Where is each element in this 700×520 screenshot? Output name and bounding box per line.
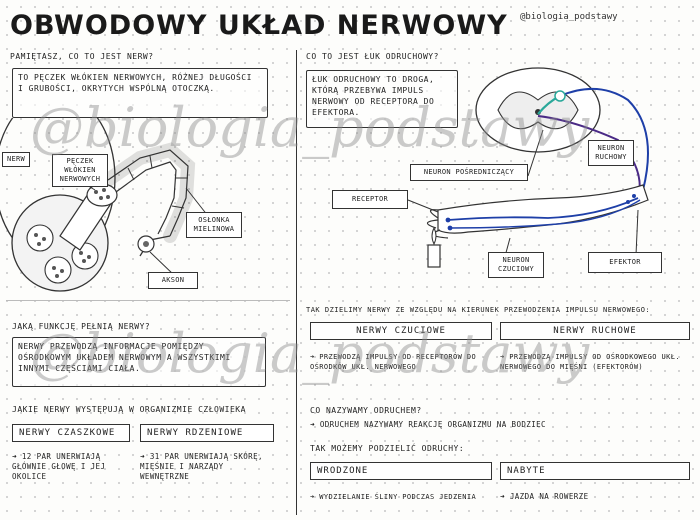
reflex-arc-diagram <box>407 67 649 268</box>
reflex-types-question: TAK MOŻEMY PODZIELIĆ ODRUCHY: <box>310 444 465 453</box>
label-sensory-neuron: NEURON CZUCIOWY <box>488 252 544 278</box>
sensory-nerves-note-text: PRZEWODZĄ IMPULSY OD RECEPTORÓW DO OŚROD… <box>310 353 477 371</box>
acquired-reflex-note-text: JAZDA NA ROWERZE <box>509 492 589 501</box>
nerve-types-question: JAKIE NERWY WYSTĘPUJĄ W ORGANIZMIE CZŁOW… <box>12 405 246 414</box>
arrow-icon: ➜ <box>500 492 510 501</box>
function-question: JAKĄ FUNKCJĘ PEŁNIĄ NERWY? <box>12 322 151 331</box>
reflex-arc-question: CO TO JEST ŁUK ODRUCHOWY? <box>306 52 439 61</box>
cranial-nerves-note: ➜ 12 PAR UNERWIAJĄ GŁÓWNIE GŁOWĘ I JEJ O… <box>12 452 130 482</box>
innate-reflex-note: ➜ WYDZIELANIE ŚLINY PODCZAS JEDZENIA <box>310 492 500 502</box>
spinal-nerves-note-text: 31 PAR UNERWIAJĄ SKÓRĘ, MIĘŚNIE I NARZĄD… <box>140 452 263 481</box>
function-answer-text: NERWY PRZEWODZĄ INFORMACJE POMIĘDZY OŚRO… <box>18 342 231 373</box>
column-divider <box>296 50 298 515</box>
acquired-reflex-note: ➜ JAZDA NA ROWERZE <box>500 492 690 502</box>
reflex-answer-text: ODRUCHEM NAZYWAMY REAKCJĘ ORGANIZMU NA B… <box>319 420 546 429</box>
spinal-nerves-note: ➜ 31 PAR UNERWIAJĄ SKÓRĘ, MIĘŚNIE I NARZ… <box>140 452 270 482</box>
nerve-definition-text: TO PĘCZEK WŁÓKIEN NERWOWYCH, RÓŻNEJ DŁUG… <box>18 73 252 93</box>
arrow-icon: ➜ <box>310 420 320 429</box>
label-fascicle: PĘCZEK WŁÓKIEN NERWOWYCH <box>52 154 108 187</box>
spinal-nerves-header: NERWY RDZENIOWE <box>140 424 274 442</box>
nerve-question: PAMIĘTASZ, CO TO JEST NERW? <box>10 52 154 61</box>
motor-nerves-note-text: PRZEWODZĄ IMPULSY OD OŚRODKOWEGO UKŁ. NE… <box>500 353 680 371</box>
label-nerw: NERW <box>2 152 30 167</box>
label-motor-neuron: NEURON RUCHOWY <box>588 140 634 166</box>
motor-nerves-note: ➜ PRZEWODZĄ IMPULSY OD OŚRODKOWEGO UKŁ. … <box>500 352 692 372</box>
motor-nerves-header: NERWY RUCHOWE <box>500 322 690 340</box>
reflex-question: CO NAZYWAMY ODRUCHEM? <box>310 406 422 415</box>
arrow-icon: ➜ <box>310 493 320 501</box>
label-myelin-sheath: OSŁONKA MIELINOWA <box>186 212 242 238</box>
arrow-icon: ➜ <box>500 353 510 361</box>
nerve-definition-box: TO PĘCZEK WŁÓKIEN NERWOWYCH, RÓŻNEJ DŁUG… <box>12 68 268 118</box>
function-answer-box: NERWY PRZEWODZĄ INFORMACJE POMIĘDZY OŚRO… <box>12 337 266 387</box>
author-tag: @biologia_podstawy <box>520 12 618 22</box>
sensory-nerves-header: NERWY CZUCIOWE <box>310 322 492 340</box>
label-interneuron: NEURON POŚREDNICZĄCY <box>410 164 528 181</box>
arrow-icon: ➜ <box>310 353 320 361</box>
innate-reflex-note-text: WYDZIELANIE ŚLINY PODCZAS JEDZENIA <box>319 493 477 501</box>
row-divider-left <box>6 300 290 301</box>
reflex-arc-definition-box: ŁUK ODRUCHOWY TO DROGA, KTÓRĄ PRZEBYWA I… <box>306 70 458 128</box>
page-title: OBWODOWY UKŁAD NERWOWY <box>10 10 508 41</box>
label-effector: EFEKTOR <box>588 252 662 273</box>
cranial-nerves-header: NERWY CZASZKOWE <box>12 424 130 442</box>
nerve-diagram <box>0 118 209 292</box>
sensory-nerves-note: ➜ PRZEWODZĄ IMPULSY OD RECEPTORÓW DO OŚR… <box>310 352 492 372</box>
arrow-icon: ➜ <box>140 452 150 461</box>
acquired-reflex-header: NABYTE <box>500 462 690 480</box>
arrow-icon: ➜ <box>12 452 22 461</box>
nerve-direction-question: TAK DZIELIMY NERWY ZE WZGLĘDU NA KIERUNE… <box>306 306 651 314</box>
reflex-arc-definition-text: ŁUK ODRUCHOWY TO DROGA, KTÓRĄ PRZEBYWA I… <box>312 75 435 117</box>
label-receptor: RECEPTOR <box>332 190 408 209</box>
innate-reflex-header: WRODZONE <box>310 462 492 480</box>
reflex-answer: ➜ ODRUCHEM NAZYWAMY REAKCJĘ ORGANIZMU NA… <box>310 420 690 430</box>
label-axon: AKSON <box>148 272 198 289</box>
cranial-nerves-note-text: 12 PAR UNERWIAJĄ GŁÓWNIE GŁOWĘ I JEJ OKO… <box>12 452 106 481</box>
